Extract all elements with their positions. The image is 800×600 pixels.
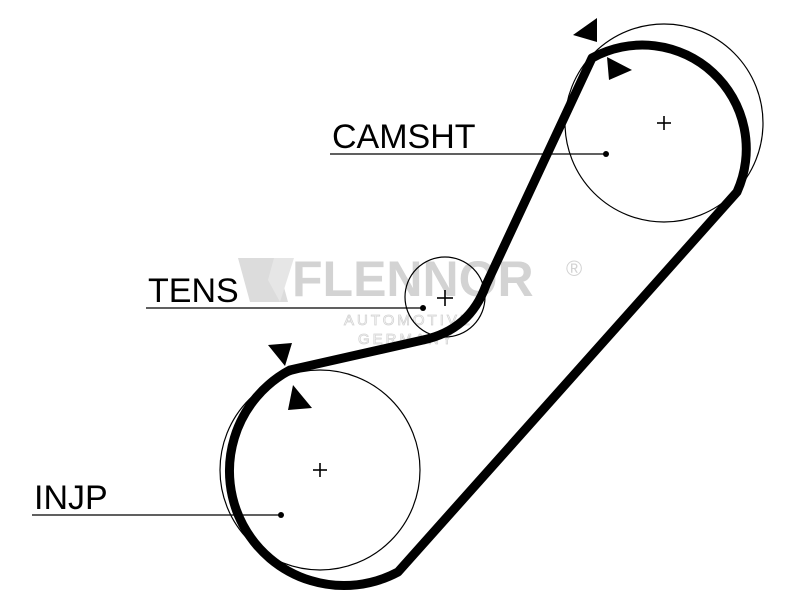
leader-dots — [278, 151, 609, 518]
tensioner-leader-dot — [420, 305, 426, 311]
watermark-logo-icon — [238, 258, 294, 302]
tensioner-center-plus-icon — [437, 290, 453, 306]
timing-belt — [224, 40, 751, 590]
watermark-registered: ® — [566, 256, 582, 281]
camshaft-center-plus-icon — [657, 116, 671, 130]
tensioner-label: TENS — [148, 272, 239, 310]
camshaft-leader-dot — [603, 151, 609, 157]
injection-pump-leader-dot — [278, 512, 284, 518]
watermark-line1: AUTOMOTIVE — [344, 312, 473, 329]
camshaft-label: CAMSHT — [332, 118, 476, 156]
camshaft-timing-arrow-outer-icon — [573, 18, 597, 42]
injection-pump-center-plus-icon — [313, 463, 327, 477]
leader-lines — [32, 153, 606, 516]
watermark: FLENNOR ® AUTOMOTIVE GERMANY — [238, 251, 582, 348]
pump-timing-arrow-outer-icon — [268, 343, 292, 366]
center-marks — [313, 116, 671, 477]
pump-timing-arrow-inner-icon — [288, 385, 312, 410]
camshaft-timing-arrow-inner-icon — [607, 57, 632, 80]
injection-pump-pulley — [219, 369, 421, 571]
injection-pump-label: INJP — [34, 479, 108, 517]
timing-marks — [268, 18, 632, 410]
